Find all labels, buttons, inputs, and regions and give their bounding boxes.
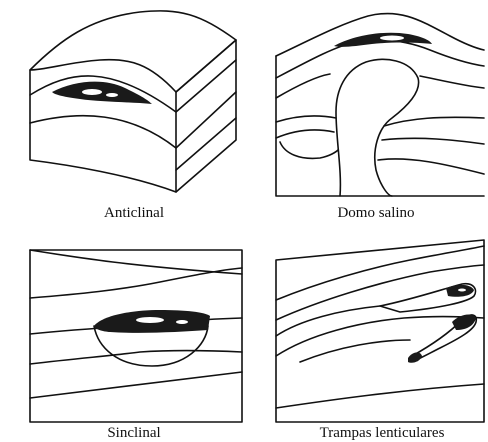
oil-accumulation-anticline — [52, 82, 152, 104]
caption-anticlinal: Anticlinal — [104, 206, 164, 221]
caption-sinclinal: Sinclinal — [107, 426, 160, 441]
caption-trampas-lenticulares: Trampas lenticulares — [320, 426, 445, 441]
oil-accumulation-salt-dome — [334, 33, 432, 47]
salt-dome-diagram — [276, 13, 484, 196]
salt-dome-body — [336, 59, 419, 196]
syncline-diagram — [30, 250, 242, 422]
anticline-block-diagram — [30, 11, 236, 192]
lenticular-traps-diagram — [276, 240, 484, 422]
caption-domo-salino: Domo salino — [337, 206, 414, 221]
